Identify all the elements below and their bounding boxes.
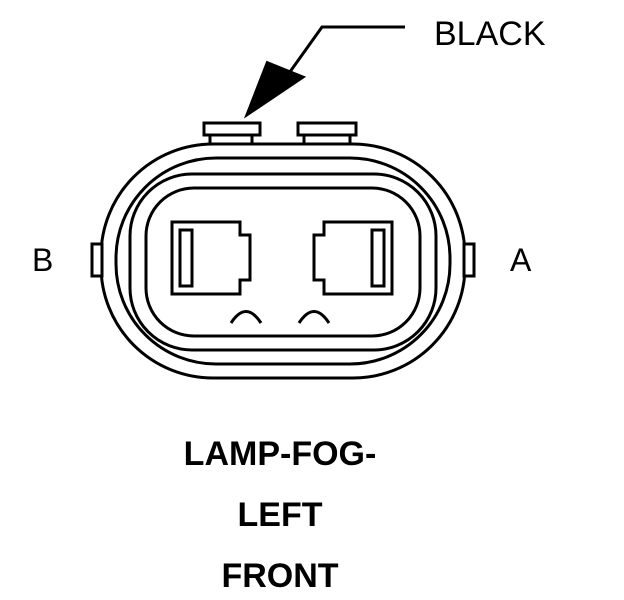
terminal-cavity-a [312, 220, 394, 296]
top-latch-tab-right [296, 121, 358, 146]
terminal-cavity-b [170, 220, 252, 296]
wire-color-arrowhead [243, 60, 307, 119]
side-key-right [462, 242, 476, 278]
wire-color-leader-line [280, 25, 405, 84]
connector-housing-inner [128, 172, 438, 352]
top-latch-tab-left [202, 121, 262, 146]
terminal-label-a: A [510, 242, 532, 278]
side-key-left [90, 242, 104, 278]
connector-title-line-3: FRONT [221, 557, 339, 595]
connector-housing-mid [114, 156, 452, 366]
bottom-bump-left [229, 310, 263, 324]
connector-title-line-1: LAMP-FOG- [183, 435, 377, 473]
wire-color-label: BLACK [434, 15, 546, 53]
connector-face [144, 186, 422, 338]
bottom-bump-right [297, 310, 331, 324]
terminal-label-b: B [32, 242, 54, 278]
connector-title-line-2: LEFT [237, 496, 323, 534]
